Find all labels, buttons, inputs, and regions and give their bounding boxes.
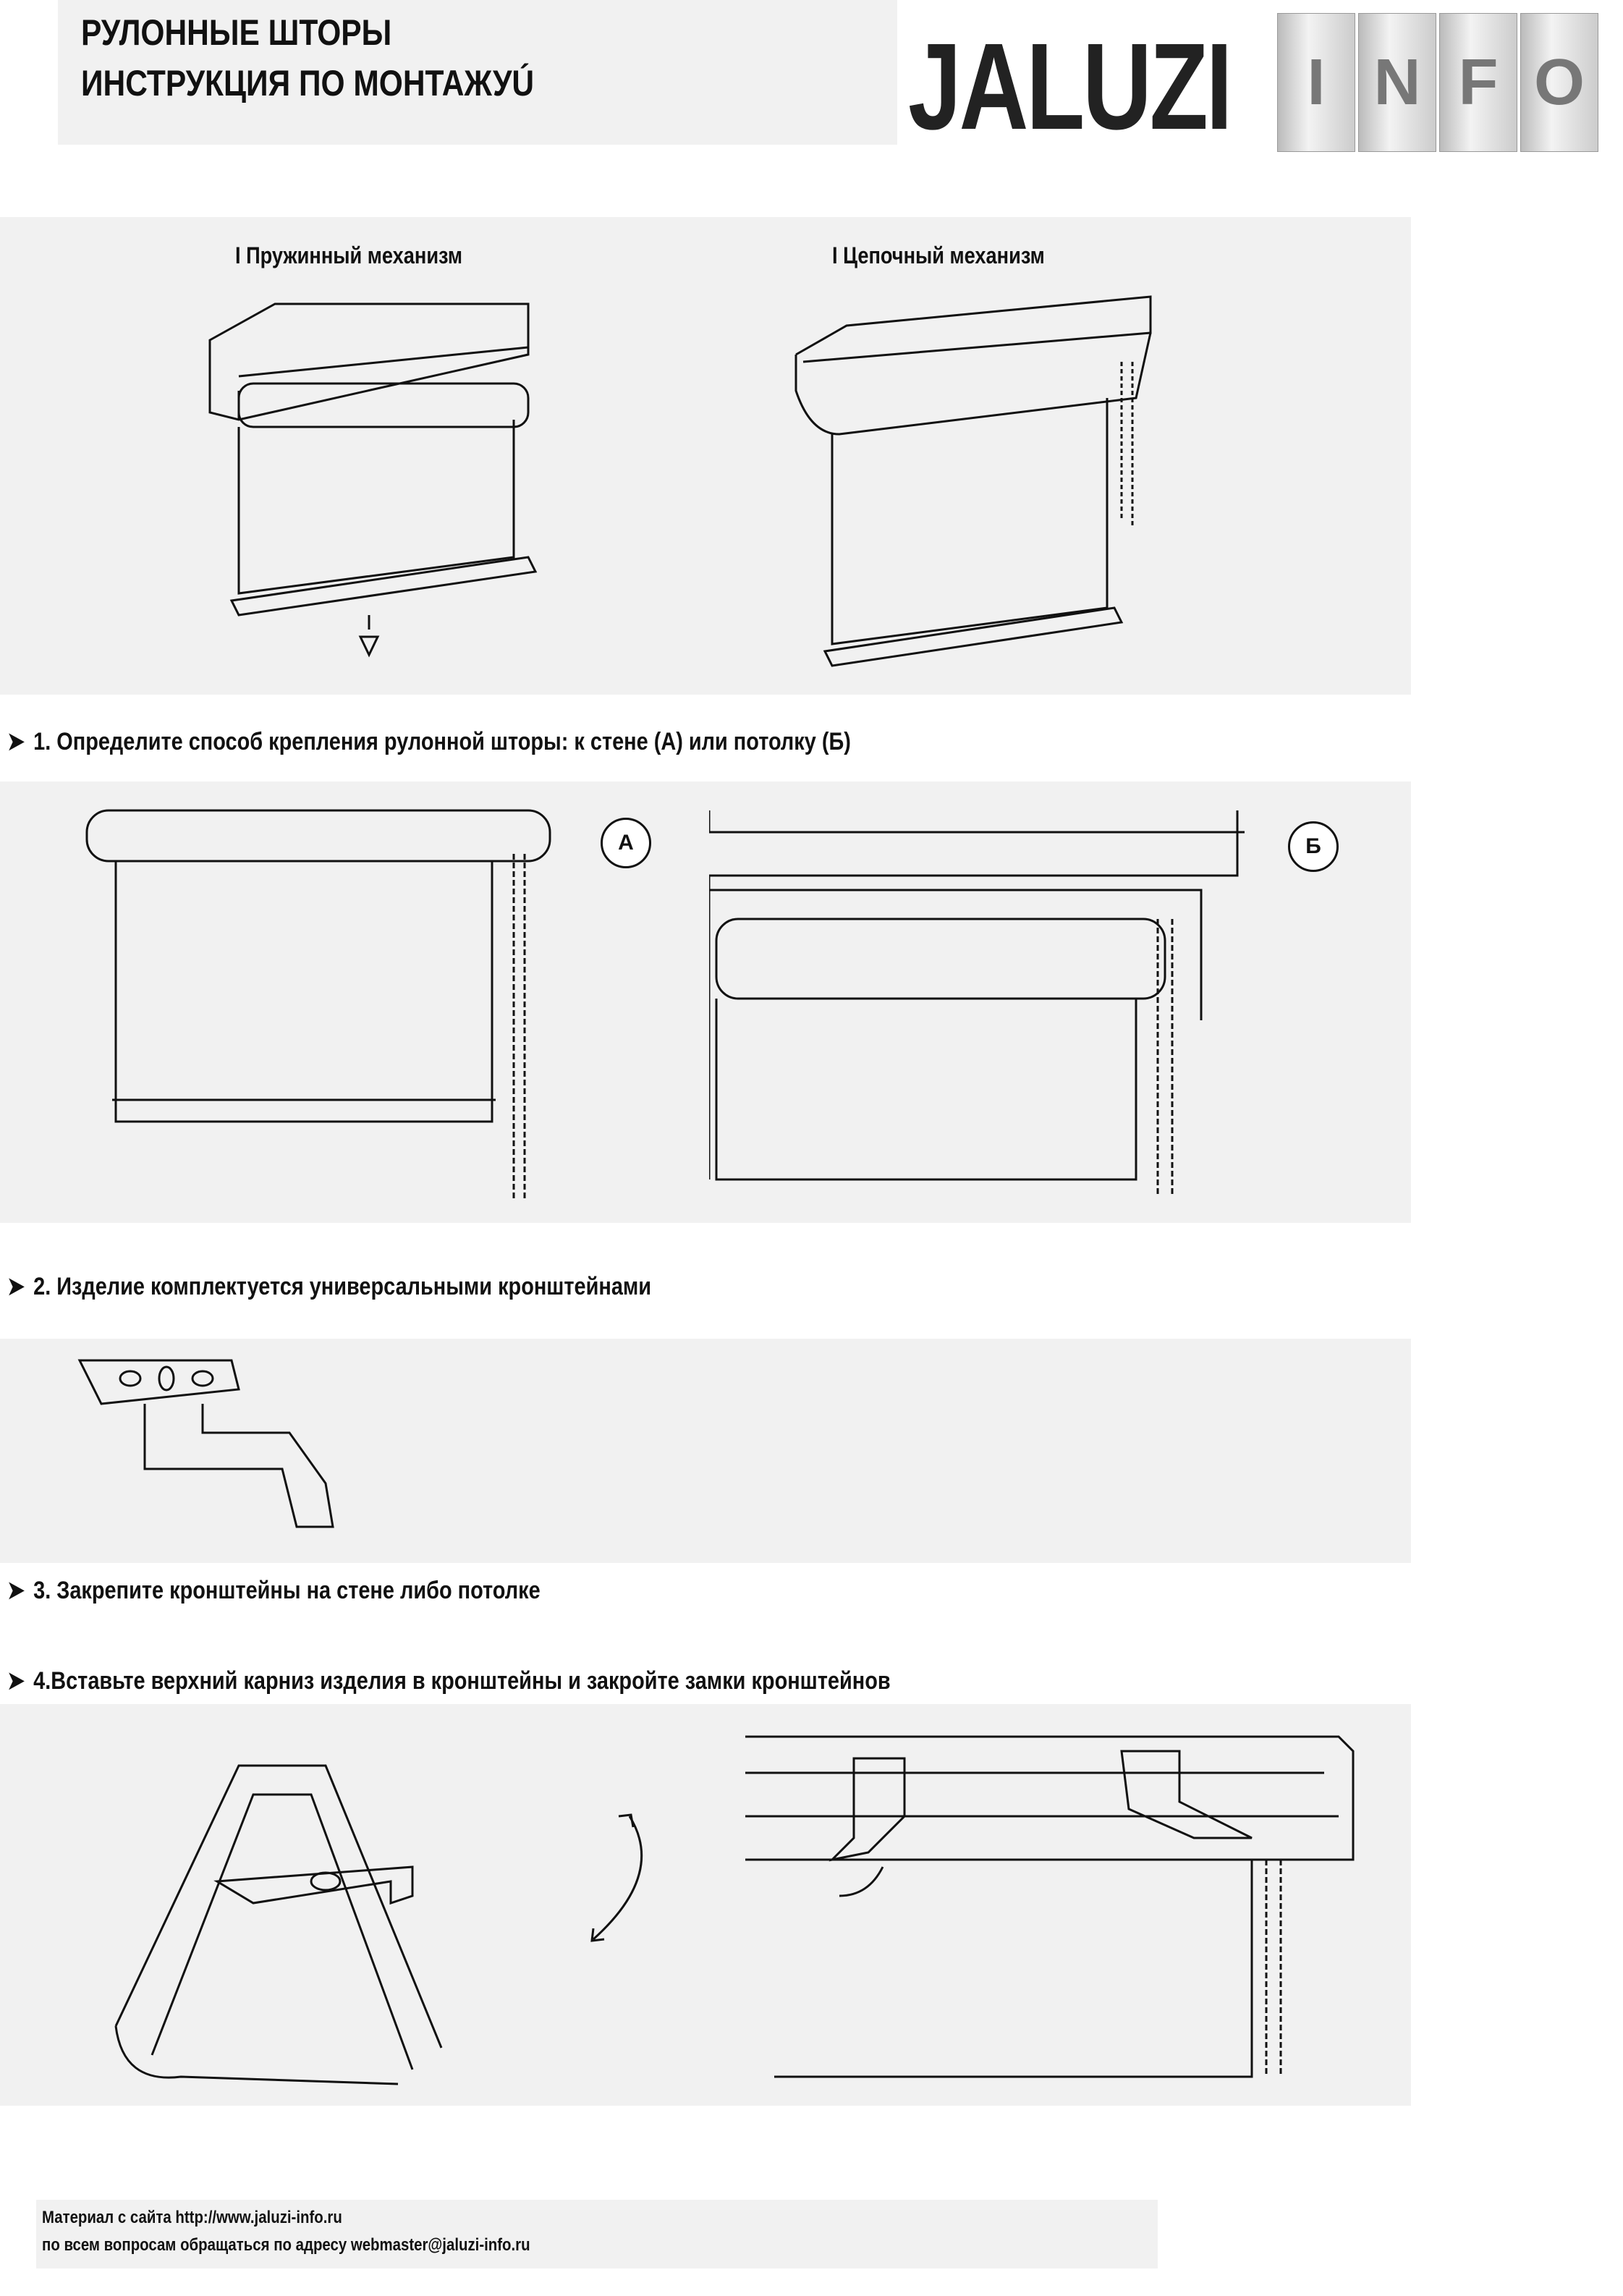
step-2-text: 2. Изделие комплектуется универсальными … bbox=[33, 1272, 652, 1300]
cornice-insert-illustration bbox=[745, 1735, 1355, 2078]
ceiling-mount-badge: Б bbox=[1288, 821, 1339, 872]
spring-blind-illustration bbox=[208, 302, 538, 658]
arrow-icon: ➤ bbox=[7, 1273, 25, 1300]
chain-mechanism-label: I Цепочный механизм bbox=[832, 242, 1045, 268]
footer-source: Материал с сайта http://www.jaluzi-info.… bbox=[42, 2208, 342, 2227]
wall-mount-badge: А bbox=[601, 818, 651, 868]
step-4-text: 4.Вставьте верхний карниз изделия в крон… bbox=[33, 1666, 891, 1695]
header-panel bbox=[58, 0, 897, 145]
ceiling-mount-illustration bbox=[709, 810, 1245, 1194]
logo-jaluzi: JALUZI bbox=[908, 18, 1233, 156]
logo-tile: N bbox=[1358, 13, 1436, 152]
title-line-2: ИНСТРУКЦИЯ ПО МОНТАЖУÚ bbox=[81, 63, 535, 103]
footer-panel bbox=[36, 2200, 1158, 2269]
bracket-illustration bbox=[77, 1359, 334, 1528]
step-1: ➤ 1. Определите способ крепления рулонной… bbox=[7, 727, 851, 756]
wall-mount-illustration bbox=[85, 809, 551, 1201]
step-4: ➤ 4.Вставьте верхний карниз изделия в кро… bbox=[7, 1666, 891, 1695]
logo-tile: O bbox=[1520, 13, 1598, 152]
step-3-text: 3. Закрепите кронштейны на стене либо по… bbox=[33, 1576, 541, 1604]
spring-mechanism-label: I Пружинный механизм bbox=[235, 242, 463, 268]
logo-tile: F bbox=[1439, 13, 1517, 152]
logo-info: I N F O bbox=[1277, 13, 1598, 152]
logo-tile: I bbox=[1277, 13, 1355, 152]
rotate-arrow-icon bbox=[590, 1813, 643, 1942]
step-2: ➤ 2. Изделие комплектуется универсальными… bbox=[7, 1272, 651, 1301]
mechanisms-panel bbox=[0, 217, 1411, 695]
arrow-icon: ➤ bbox=[7, 1667, 25, 1695]
step-3: ➤ 3. Закрепите кронштейны на стене либо п… bbox=[7, 1576, 541, 1605]
chain-blind-illustration bbox=[794, 295, 1152, 667]
step-1-text: 1. Определите способ крепления рулонной … bbox=[33, 727, 851, 755]
footer-contact: по всем вопросам обращаться по адресу we… bbox=[42, 2235, 530, 2255]
arrow-icon: ➤ bbox=[7, 1577, 25, 1604]
mounting-panel bbox=[0, 781, 1411, 1223]
title-line-1: РУЛОННЫЕ ШТОРЫ bbox=[81, 12, 392, 53]
arrow-icon: ➤ bbox=[7, 728, 25, 755]
bracket-lock-illustration bbox=[114, 1764, 443, 2085]
